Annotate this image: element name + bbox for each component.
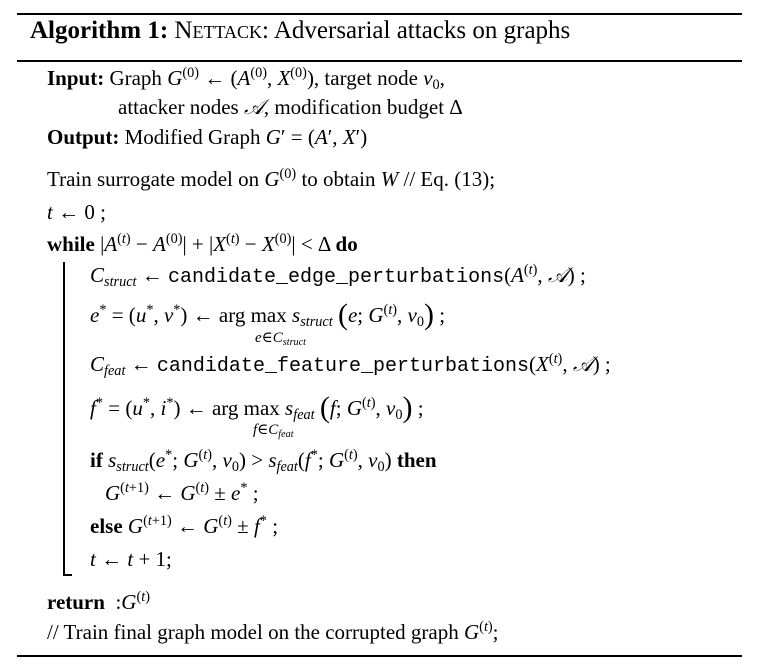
feature-perturbation-function: candidate_feature_perturbations bbox=[156, 355, 529, 378]
title-rule bbox=[17, 60, 742, 62]
return-line: return :G(t) bbox=[47, 589, 150, 614]
while-block-bar bbox=[63, 262, 65, 575]
top-rule bbox=[17, 13, 742, 15]
fstar-line: f* = (u*, i*) ← arg max sfeat (f; G(t), … bbox=[90, 391, 424, 424]
input-line: Input: Graph G(0) ← (A(0), X(0)), target… bbox=[47, 65, 445, 94]
while-block-foot bbox=[63, 574, 72, 576]
bottom-rule bbox=[17, 655, 742, 657]
algorithm-name: Nettack bbox=[174, 17, 263, 44]
init-line: t ← 0 ; bbox=[47, 200, 106, 224]
if-keyword: if bbox=[90, 448, 103, 472]
else-line: else G(t+1) ← G(t) ± f* ; bbox=[90, 513, 279, 538]
algorithm-title: Algorithm 1: Nettack: Adversarial attack… bbox=[30, 17, 570, 45]
update-edge-line: G(t+1) ← G(t) ± e* ; bbox=[105, 480, 259, 505]
estar-argmax-subscript: e∈Cstruct bbox=[255, 330, 307, 349]
cfeat-line: Cfeat ← candidate_feature_perturbations(… bbox=[90, 351, 611, 380]
if-line: if sstruct(e*; G(t), v0) > sfeat(f*; G(t… bbox=[90, 447, 437, 476]
estar-line: e* = (u*, v*) ← arg max sstruct (e; G(t)… bbox=[90, 298, 446, 331]
output-line: Output: Modified Graph G′ = (A′, X′) bbox=[47, 125, 368, 149]
cstruct-line: Cstruct ← candidate_edge_perturbations(A… bbox=[90, 262, 586, 291]
final-comment-line: // Train final graph model on the corrup… bbox=[47, 619, 499, 644]
while-line: while |A(t) − A(0)| + |X(t) − X(0)| < Δ … bbox=[47, 231, 358, 256]
train-surrogate-line: Train surrogate model on G(0) to obtain … bbox=[47, 166, 496, 191]
return-keyword: return bbox=[47, 590, 105, 614]
else-keyword: else bbox=[90, 514, 123, 538]
algorithm-description: : Adversarial attacks on graphs bbox=[262, 17, 571, 44]
while-keyword: while bbox=[47, 232, 95, 256]
output-keyword: Output: bbox=[47, 125, 120, 149]
increment-line: t ← t + 1; bbox=[90, 547, 172, 571]
fstar-argmax-subscript: f∈Cfeat bbox=[253, 422, 294, 441]
do-keyword: do bbox=[335, 232, 358, 256]
input-line-2: attacker nodes 𝒜, modification budget Δ bbox=[118, 95, 463, 119]
edge-perturbation-function: candidate_edge_perturbations bbox=[168, 266, 505, 289]
then-keyword: then bbox=[396, 448, 437, 472]
input-keyword: Input: bbox=[47, 66, 105, 90]
algorithm-label: Algorithm 1: bbox=[30, 17, 169, 44]
